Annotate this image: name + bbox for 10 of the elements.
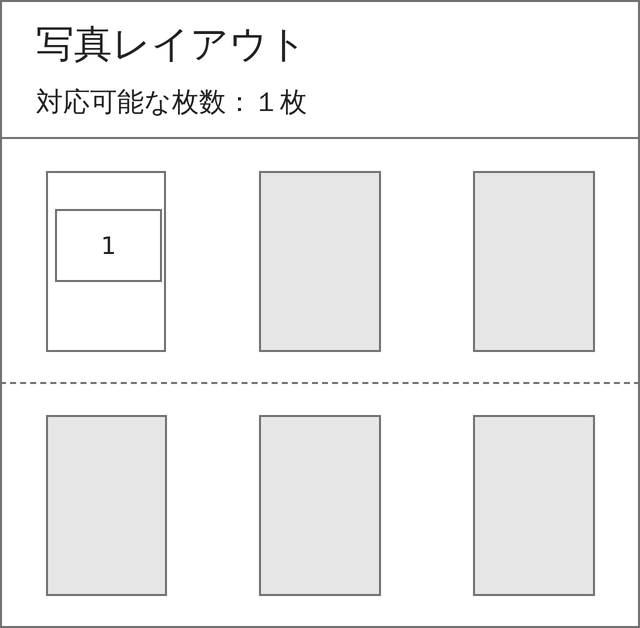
title: 写真レイアウト [36,21,307,68]
photo-slot [259,415,381,596]
photo-frame [55,209,162,282]
subtitle: 対応可能な枚数：１枚 [36,86,307,120]
photo-slot [259,171,381,352]
slot-number: 1 [100,230,116,262]
photo-slot [473,171,595,352]
page-frame [46,171,166,352]
photo-slot [473,415,595,596]
photo-slot [46,415,167,596]
